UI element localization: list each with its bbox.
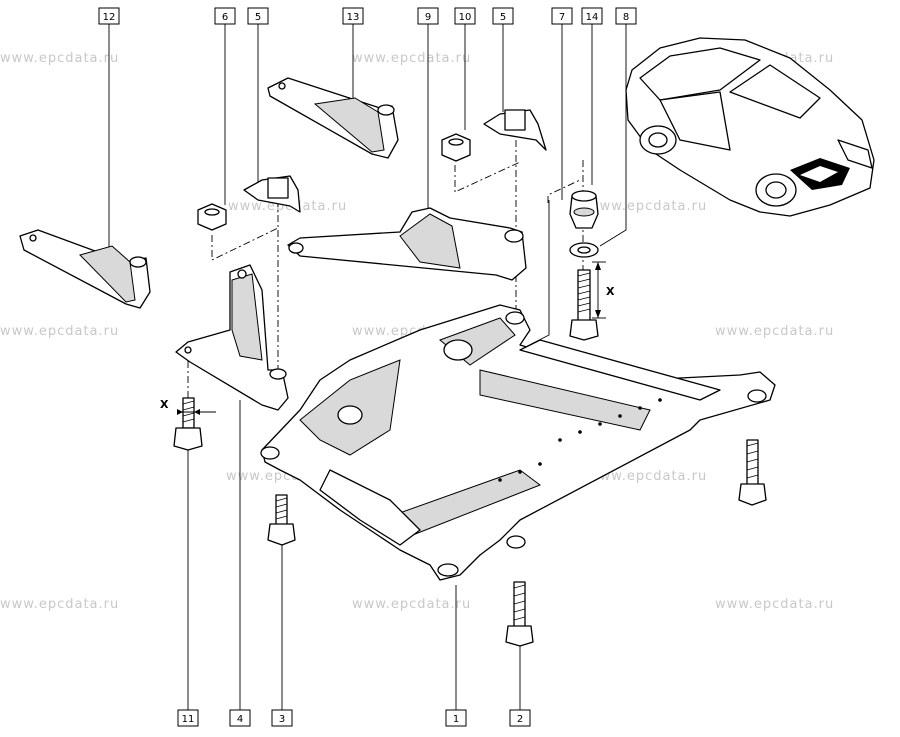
watermark: www.epcdata.ru [352,597,471,612]
callout-label: 10 [459,12,472,23]
callout-2: 2 [509,709,531,727]
callout-9: 9 [417,7,439,25]
watermark: www.epcdata.ru [228,199,347,214]
callouts: 12 6 5 13 9 10 5 7 14 8 11 4 3 1 2 [98,7,637,727]
callout-5: 5 [247,7,269,25]
callout-14: 14 [581,7,603,25]
callout-label: 11 [182,714,195,725]
callout-1: 1 [445,709,467,727]
watermark: www.epcdata.ru [588,469,707,484]
car-inset [625,37,875,217]
callout-3: 3 [271,709,293,727]
brace-9 [287,207,527,281]
dimension-label: X [606,285,615,298]
callout-label: 6 [222,12,228,23]
callout-label: 2 [517,714,523,725]
callout-12: 12 [98,7,120,25]
callout-label: 9 [425,12,431,23]
watermark: www.epcdata.ru [352,51,471,66]
callout-5: 5 [492,7,514,25]
callout-label: 12 [103,12,116,23]
callout-label: 5 [500,12,506,23]
bracket-4 [175,264,289,411]
watermark: www.epcdata.ru [715,597,834,612]
dimension-x-left: X [160,398,216,415]
dimension-x-right: X [592,261,615,319]
callout-label: 1 [453,714,459,725]
watermark: www.epcdata.ru [715,324,834,339]
watermark: www.epcdata.ru [588,199,707,214]
callout-label: 3 [279,714,285,725]
frame-holes [498,398,662,482]
watermark: www.epcdata.ru [0,597,119,612]
fasteners [173,109,767,647]
callout-label: 5 [255,12,261,23]
watermarks: www.epcdata.ru www.epcdata.ru www.epcdat… [0,51,834,612]
subframe-1 [260,304,776,581]
callout-11: 11 [177,709,199,727]
callout-7: 7 [551,7,573,25]
callout-label: 8 [623,12,629,23]
callout-label: 4 [237,714,243,725]
callout-13: 13 [342,7,364,25]
callout-label: 13 [347,12,360,23]
callout-label: 7 [559,12,565,23]
dimension-label: X [160,398,169,411]
callout-label: 14 [586,12,599,23]
callout-6: 6 [214,7,236,25]
bracket-13 [267,77,399,159]
bracket-12 [19,229,151,309]
callout-10: 10 [454,7,476,25]
watermark: www.epcdata.ru [0,324,119,339]
callout-8: 8 [615,7,637,25]
callout-4: 4 [229,709,251,727]
watermark: www.epcdata.ru [0,51,119,66]
